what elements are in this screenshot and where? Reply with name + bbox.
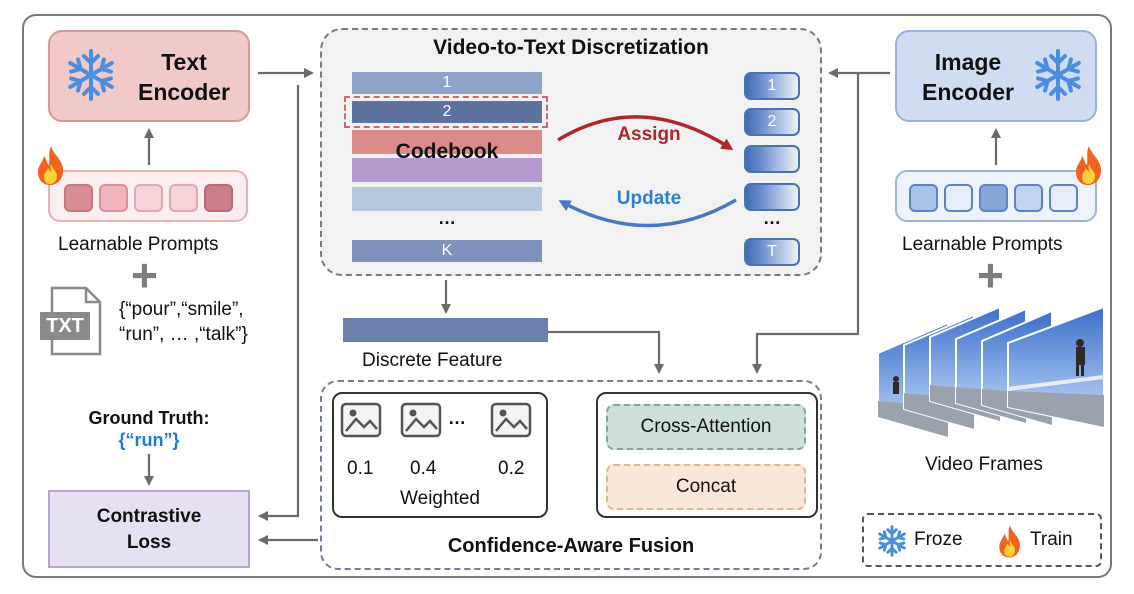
legend: Froze Train [862, 513, 1102, 567]
image-encoder-title-line2: Encoder [921, 79, 1015, 105]
v2t-title: Video-to-Text Discretization [433, 36, 709, 59]
class-list-line2: “run”, … ,“talk”} [119, 324, 248, 345]
right-prompts-label: Learnable Prompts [902, 234, 1063, 255]
flame-icon [999, 525, 1020, 558]
text-encoder-title-line1: Text [161, 49, 207, 75]
ground-truth-label: Ground Truth: [88, 408, 210, 428]
prompt-token [169, 184, 198, 212]
assign-label: Assign [617, 124, 681, 145]
snowflake-icon [68, 49, 114, 101]
left-prompts-label: Learnable Prompts [58, 234, 219, 255]
image-encoder: Image Encoder [895, 30, 1097, 122]
snowflake-icon [878, 525, 906, 557]
image-encoder-title-line1: Image [934, 49, 1002, 75]
codebook-row-1: 1 [352, 72, 542, 94]
concat-box: Concat [606, 464, 806, 510]
contrastive-loss: Contrastive Loss [48, 490, 250, 568]
plus-sign-left: + [131, 249, 158, 301]
prompt-token [204, 184, 233, 212]
codebook-row-2: 2 [352, 101, 542, 123]
image-thumbnail-icon [400, 402, 442, 438]
selected-code-highlight [344, 96, 548, 128]
fusion-title: Confidence-Aware Fusion [447, 535, 695, 557]
legend-train-label: Train [1030, 529, 1073, 550]
codebook-ellipsis: … [438, 208, 456, 228]
text-encoder: Text Encoder [48, 30, 250, 122]
snowflake-icon [1035, 49, 1081, 101]
discrete-feature-label: Discrete Feature [362, 350, 503, 371]
prompt-token [909, 184, 938, 212]
text-learnable-prompts [48, 170, 248, 222]
codebook-row-k: K [352, 240, 542, 262]
legend-froze-label: Froze [914, 529, 963, 550]
txt-icon-label: TXT [46, 315, 84, 337]
codebook-label: Codebook [395, 140, 499, 163]
outer-frame [22, 14, 1112, 578]
flame-icon [1076, 146, 1102, 185]
prompt-token [979, 184, 1008, 212]
weight-value-2: 0.4 [410, 458, 437, 479]
txt-file-icon: TXT [38, 286, 106, 356]
video-frames-image [877, 305, 1105, 439]
token-slot-2: 2 [744, 108, 800, 136]
image-thumbnail-icon [340, 402, 382, 438]
ground-truth-value: {“run”} [118, 430, 180, 450]
token-slot-t: T [744, 238, 800, 266]
update-label: Update [616, 188, 682, 209]
codebook-row-purple [352, 158, 542, 182]
weighted-frames-box: … 0.1 0.4 0.2 Weighted [332, 392, 548, 518]
contrastive-loss-line2: Loss [126, 532, 172, 553]
discrete-feature-bar [343, 318, 548, 342]
contrastive-loss-line1: Contrastive [96, 506, 202, 527]
token-slot-ellipsis: … [763, 208, 781, 228]
weighted-label: Weighted [400, 488, 480, 509]
class-list-line1: {“pour”,“smile”, [119, 299, 244, 320]
codebook-row-light-blue [352, 187, 542, 211]
token-slot-4 [744, 183, 800, 211]
prompt-token [99, 184, 128, 212]
prompt-token [944, 184, 973, 212]
fusion-ops-box: Cross-Attention Concat [596, 392, 818, 518]
token-slot-3 [744, 145, 800, 173]
image-thumbnail-icon [490, 402, 532, 438]
thumbnail-ellipsis: … [448, 408, 466, 428]
prompt-token [1014, 184, 1043, 212]
cross-attention-box: Cross-Attention [606, 404, 806, 450]
weight-value-3: 0.2 [498, 458, 525, 479]
image-learnable-prompts [895, 170, 1097, 222]
codebook-row-red [352, 130, 542, 154]
prompt-token [134, 184, 163, 212]
assign-update-arrows [557, 115, 737, 228]
text-encoder-title-line2: Encoder [137, 79, 231, 105]
video-frames-label: Video Frames [925, 454, 1043, 475]
weight-value-1: 0.1 [347, 458, 374, 479]
token-slot-1: 1 [744, 72, 800, 100]
prompt-token [64, 184, 93, 212]
prompt-token [1049, 184, 1078, 212]
plus-sign-right: + [977, 249, 1004, 301]
flame-icon [38, 146, 64, 185]
